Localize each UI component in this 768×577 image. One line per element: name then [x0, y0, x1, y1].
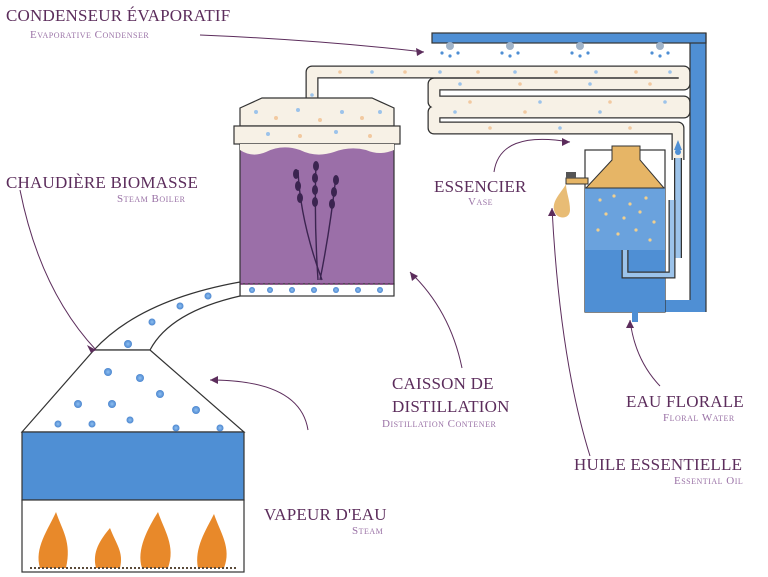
distillation-title-line1: CAISSON DE — [392, 374, 494, 393]
vapor-dots — [310, 70, 672, 130]
boiler-title: CHAUDIÈRE BIOMASSE — [6, 173, 199, 192]
callout-arrows — [19, 34, 661, 457]
condenser-subtitle: Evaporative Condenser — [30, 29, 150, 41]
distillation-container — [233, 97, 401, 297]
sprinkler-icon — [440, 42, 670, 58]
flame-icon — [38, 512, 227, 568]
condenser-title: CONDENSEUR ÉVAPORATIF — [6, 6, 231, 25]
floral-water-subtitle: Floral Water — [663, 412, 735, 424]
steam-bubbles — [54, 292, 224, 432]
essencier-vase — [553, 145, 676, 322]
steam-bubbles — [249, 287, 383, 293]
essential-oil-title: HUILE ESSENTIELLE — [574, 455, 743, 474]
distillation-title-line2: DISTILLATION — [392, 397, 510, 416]
plant-dots — [254, 108, 382, 138]
distillation-subtitle: Distillation Contener — [382, 418, 497, 430]
floral-water-title: EAU FLORALE — [626, 392, 744, 411]
steam-boiler — [20, 281, 246, 573]
steam-title: VAPEUR D'EAU — [264, 505, 387, 524]
arrow-head-icon — [87, 48, 634, 384]
evaporative-condenser — [305, 32, 707, 312]
steam-subtitle: Steam — [352, 525, 384, 537]
boiler-subtitle: Steam Boiler — [117, 193, 186, 205]
vase-subtitle: Vase — [468, 196, 494, 208]
essential-oil-subtitle: Essential Oil — [674, 475, 744, 487]
vase-title: ESSENCIER — [434, 177, 527, 196]
